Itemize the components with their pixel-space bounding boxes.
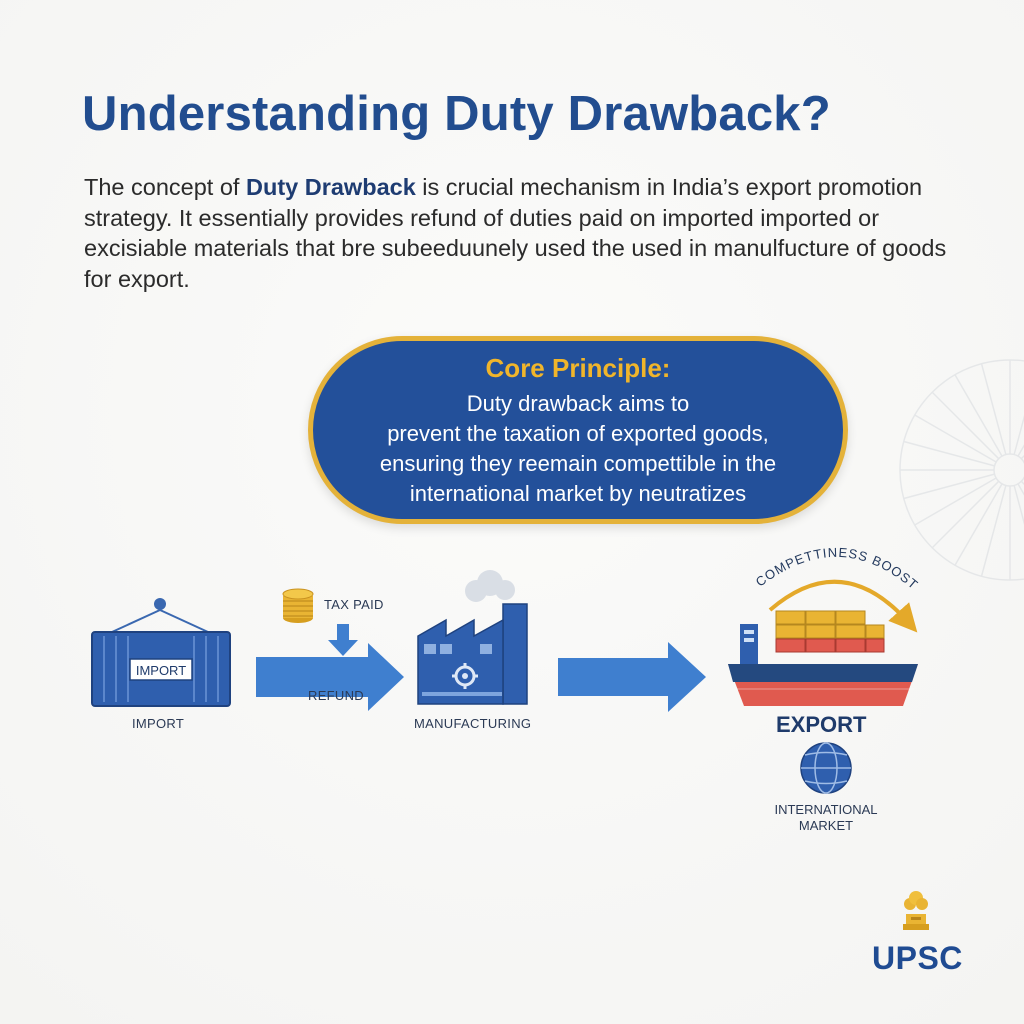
wheel-spoke xyxy=(1013,414,1024,455)
wheel-spoke xyxy=(980,485,1007,577)
intro-highlight-term: Duty Drawback xyxy=(246,174,416,200)
wheel-spoke xyxy=(980,363,1007,455)
boost-curved-arrow-icon xyxy=(768,579,918,633)
wheel-spoke xyxy=(903,440,995,467)
export-label: EXPORT xyxy=(776,712,867,737)
wheel-spoke xyxy=(954,483,1003,566)
ashoka-wheel-watermark-icon xyxy=(899,359,1024,581)
wheel-spoke xyxy=(914,414,997,463)
wheel-spoke xyxy=(903,473,995,500)
page-title: Understanding Duty Drawback? xyxy=(82,87,831,141)
wheel-spoke xyxy=(914,477,997,526)
cargo-ship-icon xyxy=(728,610,918,706)
gold-coins-icon xyxy=(282,588,314,623)
refund-label: REFUND xyxy=(308,688,364,703)
core-principle-title: Core Principle: xyxy=(485,353,671,383)
intro-text-end: is crucial mechanism in India’s export p… xyxy=(84,174,947,292)
import-label: IMPORT xyxy=(132,716,185,731)
arrow-to-manufacturing xyxy=(256,643,404,711)
wheel-spoke xyxy=(1013,485,1024,526)
intro-text-start: The concept of xyxy=(84,174,246,200)
tax-paid-label: TAX PAID xyxy=(324,597,384,612)
upsc-logo-text: UPSC xyxy=(872,940,963,976)
core-principle-line: ensuring they reemain compettible in the xyxy=(379,451,777,476)
intro-paragraph: The concept of Duty Drawback is crucial … xyxy=(84,172,954,294)
market-label-line: INTERNATIONAL xyxy=(774,802,878,817)
factory-icon xyxy=(417,570,528,705)
container-label: IMPORT xyxy=(136,663,186,678)
manufacturing-label: MANUFACTURING xyxy=(414,716,532,731)
core-principle-body: Duty drawback aims to prevent the taxati… xyxy=(343,389,813,509)
national-emblem-icon xyxy=(903,891,929,930)
core-principle-line: international market by neutratizes xyxy=(409,481,747,506)
wheel-spoke xyxy=(954,374,1003,457)
wheel-spoke xyxy=(931,480,1000,549)
shipping-container-icon: IMPORT xyxy=(91,598,231,707)
core-principle-line: prevent the taxation of exported goods, xyxy=(387,421,769,446)
core-principle-box: Core Principle: Duty drawback aims to pr… xyxy=(308,336,848,524)
core-principle-line: Duty drawback aims to xyxy=(466,391,690,416)
globe-icon xyxy=(800,742,852,794)
competitiveness-boost-label: COMPETTINESS BOOST xyxy=(753,545,922,593)
international-market-label: INTERNATIONAL MARKET xyxy=(752,802,900,834)
market-label-line: MARKET xyxy=(798,818,854,833)
tax-down-arrow-icon xyxy=(328,624,358,656)
arrow-to-export xyxy=(558,642,706,712)
wheel-spoke xyxy=(931,391,1000,460)
